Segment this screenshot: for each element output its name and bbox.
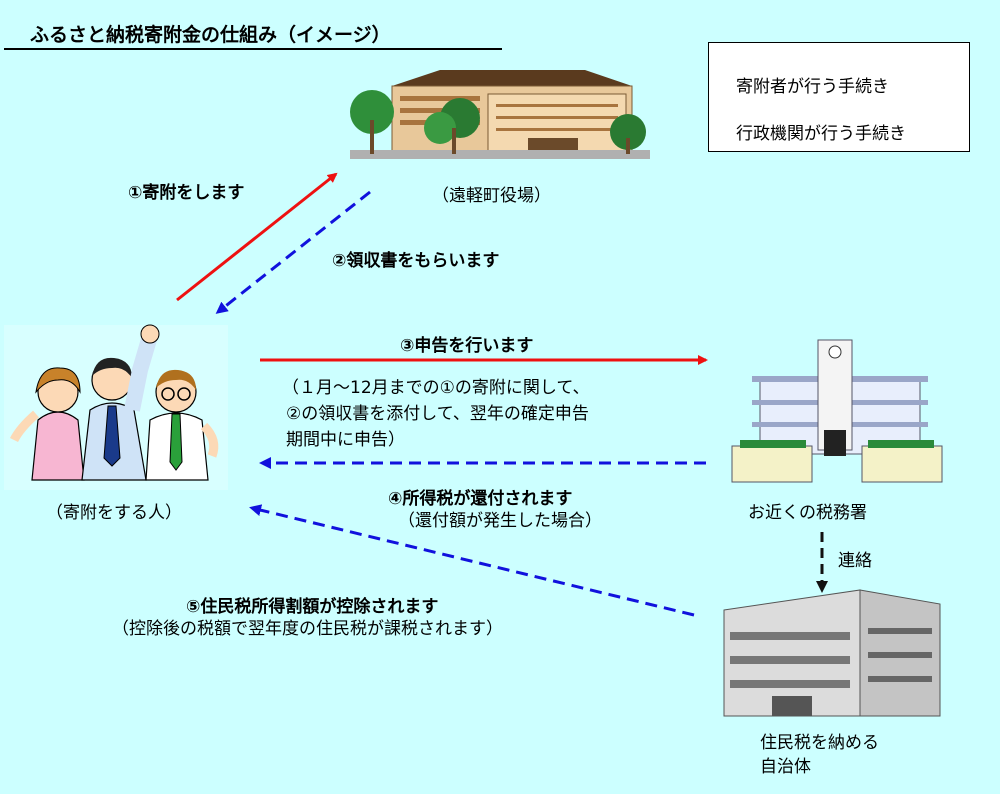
step5-label: ⑤住民税所得割額が控除されます <box>186 597 439 617</box>
step3-detail-line1: （１月～12月までの①の寄附に関して、 <box>282 378 590 398</box>
municipality-label-line2: 自治体 <box>760 757 811 777</box>
step4-label: ④所得税が還付されます <box>388 489 573 509</box>
step4-detail: （還付額が発生した場合） <box>398 511 602 531</box>
municipality-label-line1: 住民税を納める <box>760 733 879 753</box>
tax-office-building-icon <box>731 339 943 483</box>
town-hall-building-icon <box>350 70 650 159</box>
contact-label: 連絡 <box>838 551 872 571</box>
step3-detail-line2: ②の領収書を添付して、翌年の確定申告 <box>286 404 589 424</box>
step3-label: ③申告を行います <box>400 336 534 356</box>
tax-office-label: お近くの税務署 <box>748 503 867 523</box>
legend <box>708 42 970 152</box>
page-title: ふるさと納税寄附金の仕組み（イメージ） <box>4 20 502 50</box>
municipality-building-icon <box>723 589 941 717</box>
donor-people-icon <box>4 324 228 490</box>
arrow-receipt <box>215 190 371 314</box>
step1-label: ①寄附をします <box>128 183 245 203</box>
legend-admin-label: 行政機関が行う手続き <box>736 124 906 144</box>
arrow-donation <box>176 172 338 302</box>
step3-detail-line3: 期間中に申告） <box>286 430 405 450</box>
town-hall-label: （遠軽町役場） <box>432 186 551 206</box>
step5-detail: （控除後の税額で翌年度の住民税が課税されます） <box>112 619 503 639</box>
step2-label: ②領収書をもらいます <box>332 251 500 271</box>
legend-donor-label: 寄附者が行う手続き <box>736 77 889 97</box>
donor-person-label: （寄附をする人） <box>46 503 182 523</box>
